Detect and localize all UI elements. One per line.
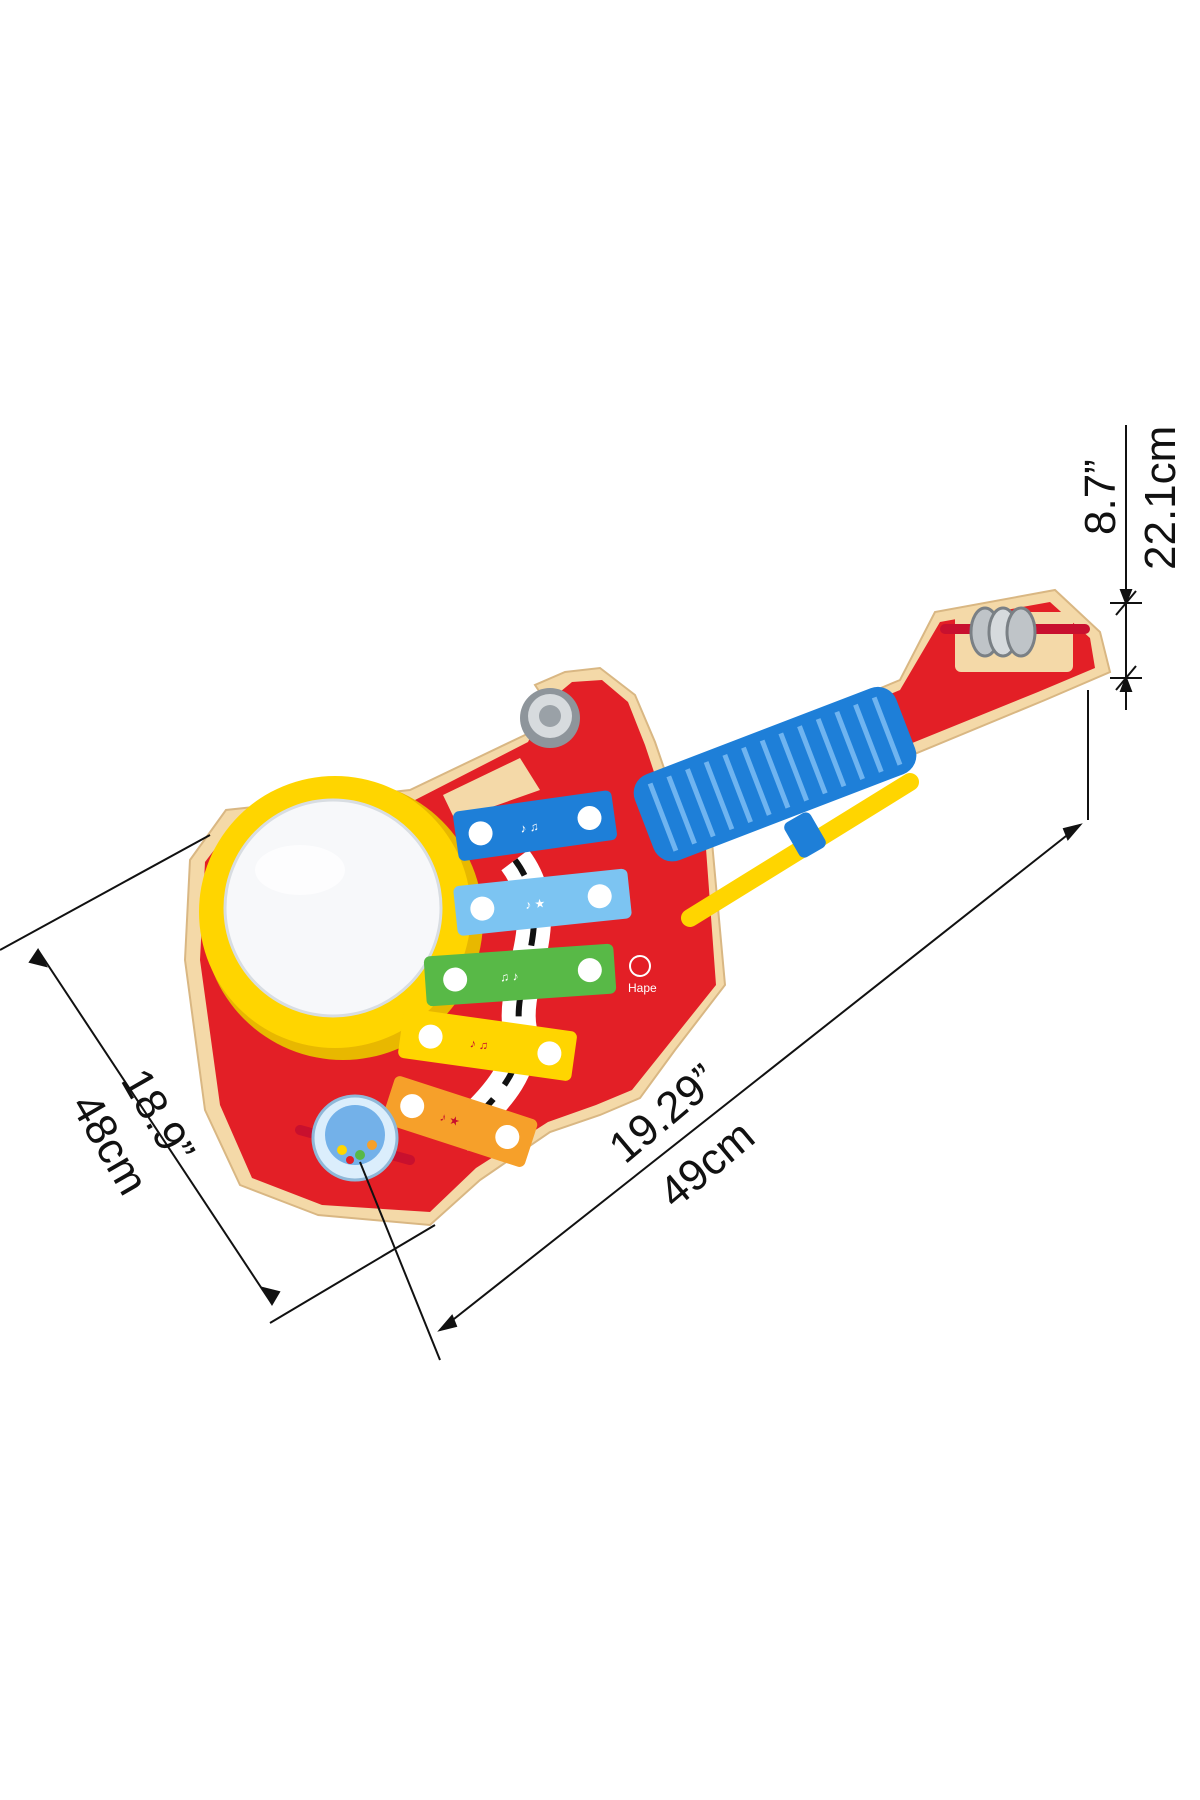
xylophone-bar-yellow[interactable]: ♪ ♫ — [397, 1008, 577, 1082]
svg-text:♫ ♪: ♫ ♪ — [500, 969, 519, 984]
svg-text:♪ ♫: ♪ ♫ — [519, 819, 539, 835]
brand-logo: Hape — [628, 955, 657, 995]
xylophone-bar-blue[interactable]: ♪ ♫ — [452, 790, 617, 862]
svg-text:♪ ♫: ♪ ♫ — [469, 1036, 489, 1052]
drum-stick[interactable] — [681, 773, 919, 927]
xylophone-bar-light-blue[interactable]: ♪ ★ — [453, 868, 632, 936]
bell[interactable] — [520, 688, 580, 748]
guitar-wood-inlay — [443, 758, 540, 820]
head-cm-label: 22.1cm — [1136, 426, 1185, 570]
headstock-shaker[interactable] — [940, 606, 1090, 672]
guiro-neck[interactable] — [628, 681, 922, 867]
head-inch-label: 8.7” — [1076, 459, 1125, 535]
svg-text:♪ ★: ♪ ★ — [438, 1110, 461, 1130]
svg-text:Hape: Hape — [628, 981, 657, 995]
xylophone[interactable]: ♪ ♫ ♪ ★ ♫ ♪ ♪ ♫ — [381, 790, 632, 1169]
dimension-lines — [0, 425, 1142, 1361]
toy-guitar: ♪ ♫ ♪ ★ ♫ ♪ ♪ ♫ — [183, 588, 1112, 1227]
drum-pad[interactable] — [199, 776, 483, 1060]
xylophone-bar-green[interactable]: ♫ ♪ — [423, 943, 617, 1007]
svg-text:♪ ★: ♪ ★ — [524, 896, 545, 912]
xylophone-bar-orange[interactable]: ♪ ★ — [381, 1075, 539, 1169]
rattle-ball[interactable] — [295, 1094, 415, 1182]
